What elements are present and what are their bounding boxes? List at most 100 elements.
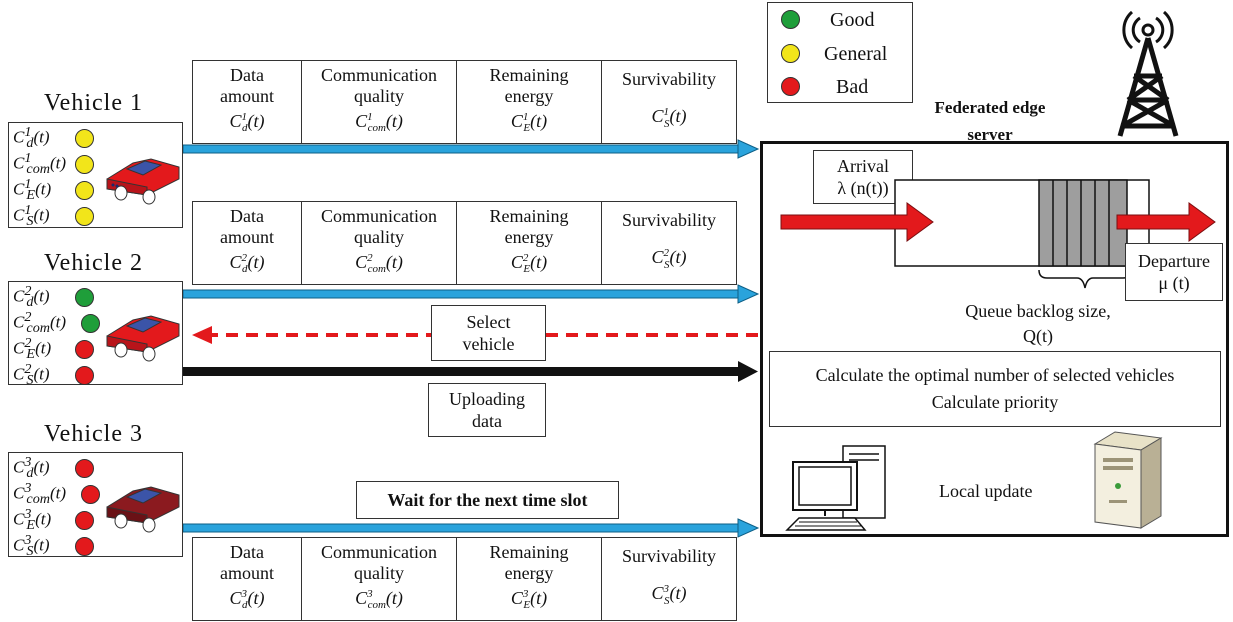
queue-backlog-symbol: Q(t): [1023, 326, 1053, 346]
metric-label: Remaining: [489, 205, 569, 226]
vehicle-1-panel: C1d(t) C1com(t) C1E(t) C1S(t): [8, 122, 183, 230]
upload-label-line2: data: [472, 411, 502, 431]
queue-backlog: Queue backlog size, Q(t): [938, 300, 1138, 347]
upload-label-line1: Uploading: [449, 389, 525, 409]
metrics-table-vehicle-2: Data amount C2d(t) Communication quality…: [192, 201, 737, 285]
legend-good-dot: [781, 10, 800, 29]
vehicle-2-surv-symbol: C2S(t): [13, 361, 50, 389]
uploading-data-label: Uploading data: [428, 383, 546, 437]
vehicle-1-energy-symbol: C1E(t): [13, 176, 52, 204]
vehicle-3-data-amount-status: [75, 459, 94, 478]
vehicle-3-surv-status: [75, 537, 94, 556]
arrival-label: Arrival: [837, 156, 889, 176]
legend-good-label: Good: [830, 9, 875, 31]
metrics-table-vehicle-1: Data amount C1d(t) Communication quality…: [192, 60, 737, 144]
vehicle-1-car-icon: [106, 158, 180, 205]
upload-state-arrow-2: [182, 284, 760, 304]
vehicle-2-comm-status: [81, 314, 100, 333]
vehicle-1-surv-status: [75, 207, 94, 226]
server-title-line2: server: [967, 125, 1013, 144]
server-title-line1: Federated edge: [934, 98, 1046, 117]
local-update-label: Local update: [939, 481, 1033, 501]
metrics-table-vehicle-3: Data amount C3d(t) Communication quality…: [192, 537, 737, 621]
vehicle-1-comm-status: [75, 155, 94, 174]
departure-label: Departure: [1138, 251, 1210, 271]
metric-symbol: C3com(t): [355, 587, 403, 612]
metric-communication-quality: Communication quality C2com(t): [302, 202, 457, 284]
queue-backlog-label: Queue backlog size,: [965, 301, 1111, 321]
vehicle-2-car-icon: [106, 315, 180, 362]
vehicle-2-title: Vehicle 2: [44, 250, 143, 276]
arrival-rate: λ (n(t)): [837, 178, 889, 198]
metric-data-amount: Data amount C3d(t): [193, 538, 302, 620]
metric-symbol: C3E(t): [510, 587, 548, 612]
metric-label: Survivability: [622, 546, 716, 567]
metric-symbol: C2d(t): [229, 251, 265, 276]
vehicle-3-panel: C3d(t) C3com(t) C3E(t) C3S(t): [8, 452, 183, 559]
metric-label: Data: [230, 541, 264, 562]
metric-label: Survivability: [622, 69, 716, 90]
departure-box: Departure μ (t): [1125, 243, 1223, 301]
metric-label: quality: [354, 85, 404, 106]
metric-data-amount: Data amount C2d(t): [193, 202, 302, 284]
vehicle-3-title: Vehicle 3: [44, 421, 143, 447]
metric-label: Remaining: [489, 64, 569, 85]
metric-symbol: C3d(t): [229, 587, 265, 612]
vehicle-2-energy-symbol: C2E(t): [13, 335, 52, 363]
vehicle-2-surv-status: [75, 366, 94, 385]
metric-data-amount: Data amount C1d(t): [193, 61, 302, 143]
calc-optimal-number: Calculate the optimal number of selected…: [815, 365, 1175, 385]
upload-state-arrow-3: [182, 518, 760, 538]
vehicle-3-comm-symbol: C3com(t): [13, 480, 67, 508]
select-label-line1: Select: [466, 312, 511, 332]
vehicle-1-data-amount-symbol: C1d(t): [13, 124, 50, 152]
metric-label: Survivability: [622, 210, 716, 231]
legend-general-label: General: [824, 43, 888, 65]
upload-state-arrow-1: [182, 139, 760, 159]
legend-bad-label: Bad: [836, 76, 869, 98]
metric-label: amount: [220, 562, 274, 583]
metric-label: Communication: [321, 205, 437, 226]
metric-label: energy: [504, 85, 554, 106]
metric-symbol: C1S(t): [651, 106, 687, 130]
vehicle-3-data-amount-symbol: C3d(t): [13, 454, 50, 482]
metric-label: energy: [504, 562, 554, 583]
queue-diagram: [780, 179, 1216, 289]
edge-server-box: Arrival λ (n(t)) Departure μ (t) Queue b…: [760, 141, 1229, 537]
metric-label: Data: [230, 205, 264, 226]
metric-label: Communication: [321, 541, 437, 562]
metric-remaining-energy: Remaining energy C1E(t): [457, 61, 602, 143]
metric-communication-quality: Communication quality C1com(t): [302, 61, 457, 143]
vehicle-1-surv-symbol: C1S(t): [13, 202, 50, 230]
metric-symbol: C1d(t): [229, 110, 265, 135]
vehicle-3-energy-symbol: C3E(t): [13, 506, 52, 534]
antenna-tower-icon: [1117, 10, 1179, 137]
metric-survivability: Survivability C1S(t): [602, 61, 736, 143]
vehicle-2-data-amount-symbol: C2d(t): [13, 283, 50, 311]
metric-communication-quality: Communication quality C3com(t): [302, 538, 457, 620]
vehicle-2-comm-symbol: C2com(t): [13, 309, 67, 337]
wait-label-text: Wait for the next time slot: [387, 489, 588, 510]
metric-label: quality: [354, 226, 404, 247]
legend-general-dot: [781, 44, 800, 63]
metric-remaining-energy: Remaining energy C2E(t): [457, 202, 602, 284]
vehicle-1-comm-symbol: C1com(t): [13, 150, 67, 178]
metric-label: amount: [220, 226, 274, 247]
vehicle-3-energy-status: [75, 511, 94, 530]
metric-symbol: C2com(t): [355, 251, 403, 276]
server-tower-icon: [1093, 431, 1163, 529]
calc-priority: Calculate priority: [931, 392, 1059, 412]
vehicle-3-comm-status: [81, 485, 100, 504]
metric-label: Data: [230, 64, 264, 85]
departure-rate: μ (t): [1158, 273, 1190, 293]
wait-next-slot-label: Wait for the next time slot: [356, 481, 619, 519]
server-title: Federated edge server: [920, 94, 1060, 148]
metric-survivability: Survivability C3S(t): [602, 538, 736, 620]
metric-symbol: C1E(t): [510, 110, 548, 135]
metric-remaining-energy: Remaining energy C3E(t): [457, 538, 602, 620]
metric-label: amount: [220, 85, 274, 106]
metric-label: quality: [354, 562, 404, 583]
metric-symbol: C2E(t): [510, 251, 548, 276]
metric-label: Communication: [321, 64, 437, 85]
vehicle-1-title: Vehicle 1: [44, 90, 143, 116]
